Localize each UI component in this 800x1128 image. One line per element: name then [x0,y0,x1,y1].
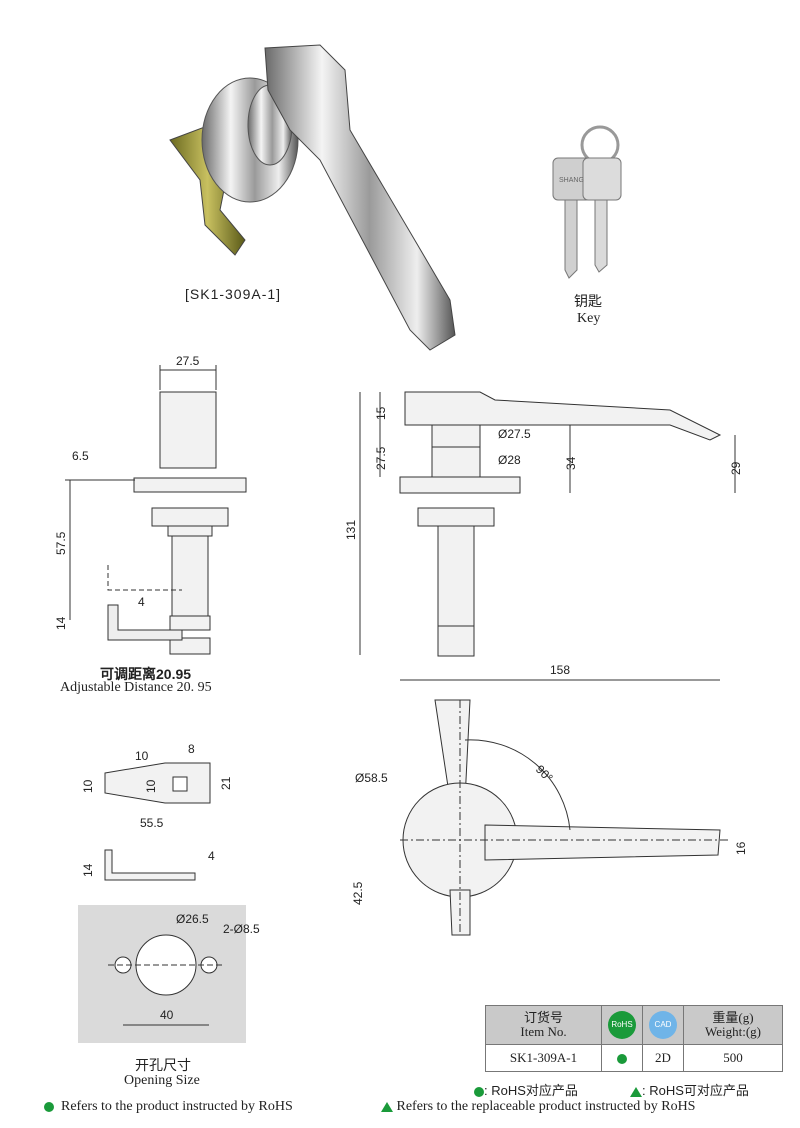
adjustable-en: Adjustable Distance 20. 95 [60,680,212,695]
dim-top-58-5: Ø58.5 [355,771,388,785]
rohs-icon: RoHS [608,1011,636,1039]
dim-side-27-5: 27.5 [374,446,388,470]
dim-side-dia-28: Ø28 [498,453,521,467]
key-blade-text: SHANG [559,177,584,184]
dim-cam-10c: 10 [144,779,158,793]
legend-en-replace: Refers to the replaceable product instru… [381,1099,695,1115]
legend-cn-replace: : RoHS可对应产品 [630,1080,749,1099]
cell-item-no: SK1-309A-1 [485,1044,602,1072]
rohs-dot-icon [44,1101,54,1112]
dim-cam-55-5: 55.5 [140,816,164,830]
dim-cam-4: 4 [208,849,215,863]
side-view-drawing: 15 27.5 Ø27.5 Ø28 34 29 131 [344,391,743,657]
dim-top-158: 158 [550,663,570,677]
rohs-dot-icon [474,1086,484,1097]
dim-cam-10b: 10 [81,779,95,793]
dim-side-34: 34 [564,456,578,470]
dim-front-4: 4 [138,595,145,609]
top-view-drawing: 158 90° Ø58.5 16 42.5 [351,663,748,936]
dim-side-29: 29 [729,461,743,475]
cad-icon: CAD [649,1011,677,1039]
dim-opening-26-5: Ø26.5 [176,912,209,926]
cell-rohs [601,1044,643,1072]
dim-front-57-5: 57.5 [54,531,68,555]
product-label: [SK1-309A-1] [185,286,282,302]
dim-top-42-5: 42.5 [351,881,365,905]
dim-cam-14: 14 [81,863,95,877]
dim-side-dia-27-5: Ø27.5 [498,427,531,441]
dim-opening-40: 40 [160,1008,174,1022]
opening-label-cn: 开孔尺寸 [135,1057,191,1073]
dim-front-27-5: 27.5 [176,354,200,368]
opening-size-drawing: Ø26.5 2-Ø8.5 40 [78,905,260,1043]
legend-en-rohs: Refers to the product instructed by RoHS [44,1099,293,1115]
front-view-drawing: 27.5 6.5 57.5 4 14 [54,354,247,655]
col-weight-header: 重量(g)Weight:(g) [683,1005,783,1045]
dim-side-131: 131 [344,520,358,540]
dim-top-16: 16 [734,841,748,855]
rohs-triangle-icon [630,1086,642,1097]
rohs-dot-icon [617,1054,627,1065]
key-label-en: Key [577,311,601,326]
cell-weight: 500 [683,1044,783,1072]
dim-front-14: 14 [54,616,68,630]
dim-front-6-5: 6.5 [72,449,89,463]
dim-side-15: 15 [374,406,388,420]
rohs-triangle-icon [381,1101,393,1112]
cam-drawing: 10 8 10 10 21 55.5 14 4 [81,742,233,881]
dim-opening-holes: 2-Ø8.5 [223,922,260,936]
dim-cam-21: 21 [219,776,233,790]
key-photo: SHANG [552,125,622,279]
adjustable-cn: 可调距离20.95 [100,666,192,682]
dim-cam-10a: 10 [135,749,149,763]
dim-cam-8: 8 [188,742,195,756]
legend-cn-rohs: : RoHS对应产品 [474,1080,578,1099]
col-cad-header: CAD [642,1005,684,1045]
col-rohs-header: RoHS [601,1005,643,1045]
key-label-cn: 钥匙 [574,295,602,310]
cell-cad: 2D [642,1044,684,1072]
handle-photo [169,44,456,351]
opening-label-en: Opening Size [124,1073,200,1088]
